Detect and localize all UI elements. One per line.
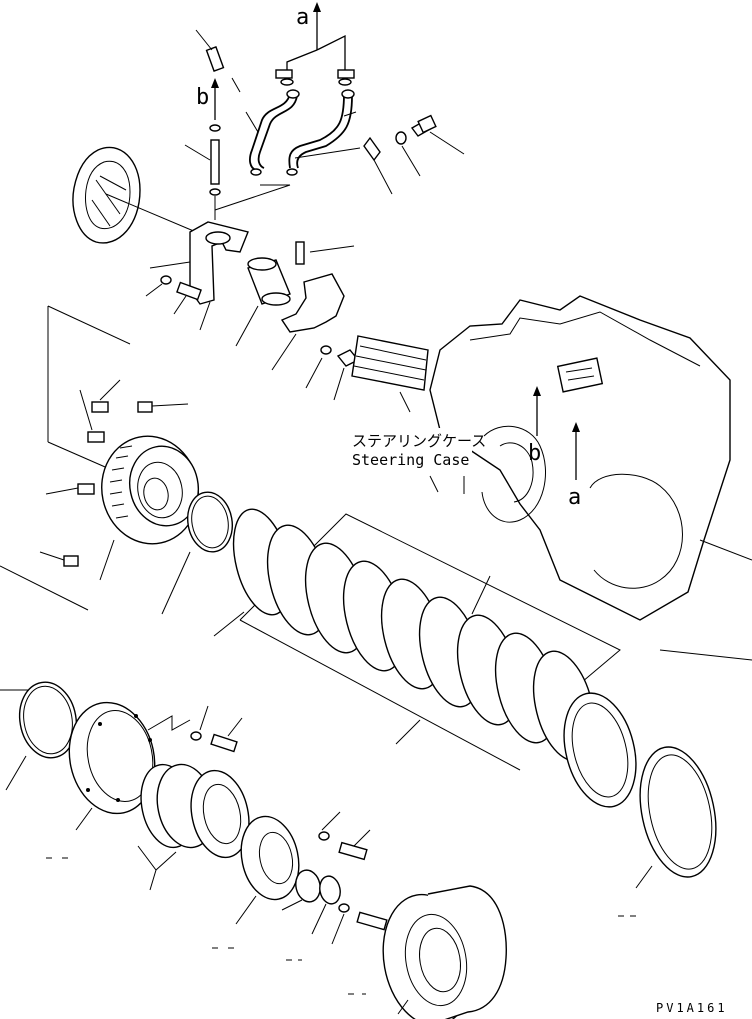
arrow-a-case-label: a <box>568 485 581 510</box>
pipe-assembly <box>214 69 361 211</box>
steering-case-en: Steering Case <box>352 451 469 469</box>
bracket-clamp <box>145 221 249 331</box>
outer-ring-right <box>635 746 717 889</box>
steering-case-jp: ステアリングケース <box>352 432 486 450</box>
clip-top <box>195 29 241 93</box>
bushing <box>235 257 291 347</box>
o-ring-large <box>0 565 89 791</box>
steering-case: b a <box>429 295 752 661</box>
tube-vertical <box>184 124 221 220</box>
spline-shaft <box>351 335 429 413</box>
dowel-pin <box>295 241 355 265</box>
washer-bolt-mid <box>190 705 243 753</box>
piston-seal <box>137 763 250 891</box>
bolt-group-top <box>363 114 465 195</box>
inner-hub <box>47 305 199 581</box>
arrow-b-label: b <box>196 85 209 110</box>
retainer <box>235 815 300 925</box>
arrow-a-top: a <box>286 2 346 78</box>
plugs <box>39 379 189 567</box>
figure-code: PV1A161 <box>656 1001 728 1015</box>
dash-marks <box>46 857 636 995</box>
o-ring <box>161 491 233 615</box>
brake-drum <box>382 885 507 1019</box>
arrow-b-case-label: b <box>528 441 541 466</box>
arrow-a-label: a <box>296 5 309 30</box>
housing-ring <box>68 701 191 831</box>
bracket-lower <box>271 273 360 401</box>
spring-plate <box>281 811 388 945</box>
steering-case-label: ステアリングケース Steering Case <box>346 428 486 494</box>
arrow-b-top: b <box>196 78 219 120</box>
cover-plate <box>72 146 197 244</box>
clutch-disc-stack <box>213 508 637 808</box>
